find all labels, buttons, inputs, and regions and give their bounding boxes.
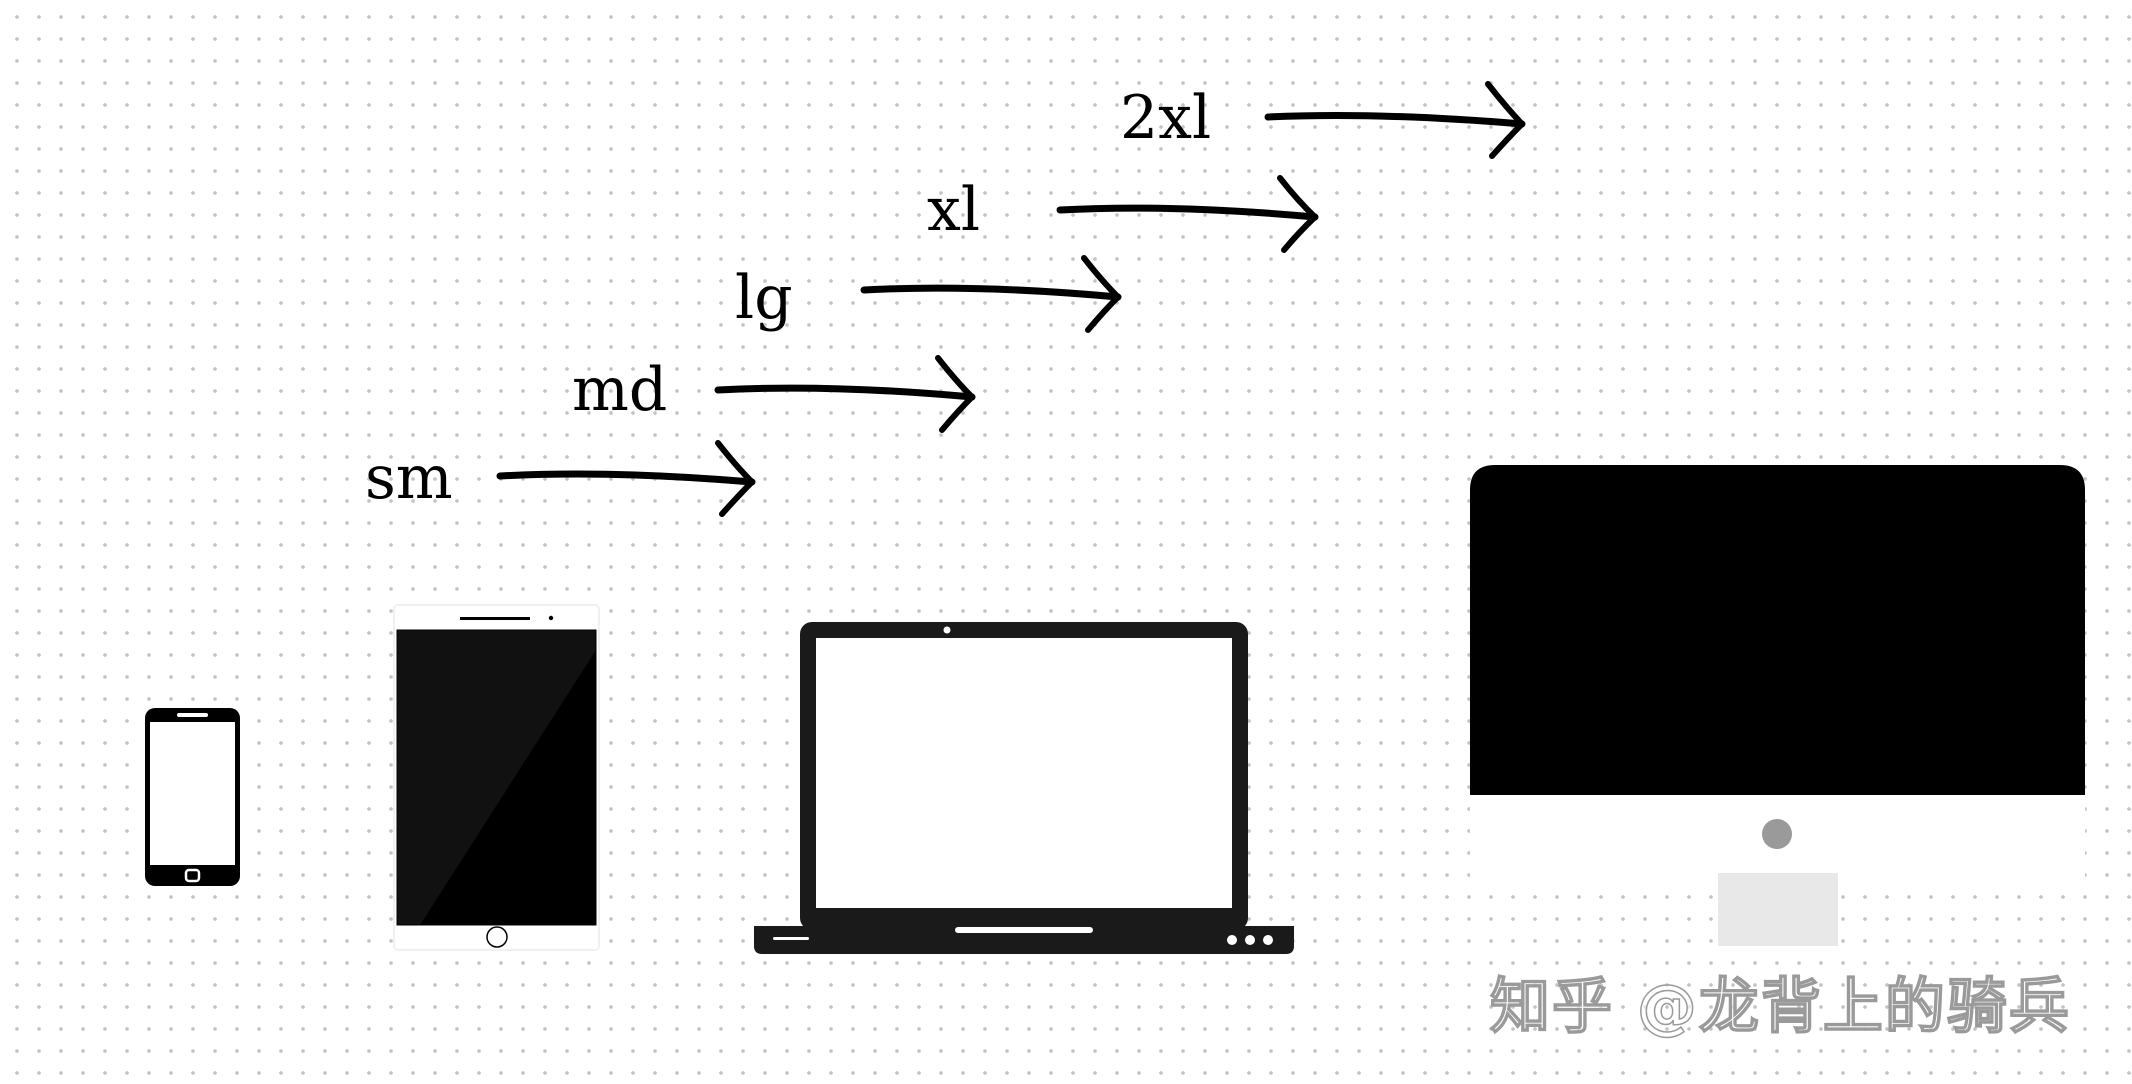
- arrow-sm: [496, 440, 756, 517]
- laptop-icon: [754, 622, 1294, 954]
- small-phone-icon: [145, 708, 240, 886]
- desktop-monitor-icon: [1470, 465, 2085, 946]
- breakpoint-label-lg: lg: [735, 263, 793, 333]
- arrow-lg: [860, 255, 1122, 333]
- arrow-md: [714, 355, 976, 433]
- tablet-icon: [393, 604, 600, 951]
- breakpoint-label-xl: xl: [927, 175, 980, 245]
- watermark-text: 知乎 @龙背上的骑兵: [1489, 971, 2071, 1043]
- breakpoint-label-2xl: 2xl: [1120, 83, 1211, 153]
- breakpoint-label-sm: sm: [365, 443, 453, 513]
- arrow-xl: [1056, 175, 1319, 253]
- arrow-2xl: [1264, 81, 1526, 159]
- breakpoint-label-md: md: [572, 355, 667, 425]
